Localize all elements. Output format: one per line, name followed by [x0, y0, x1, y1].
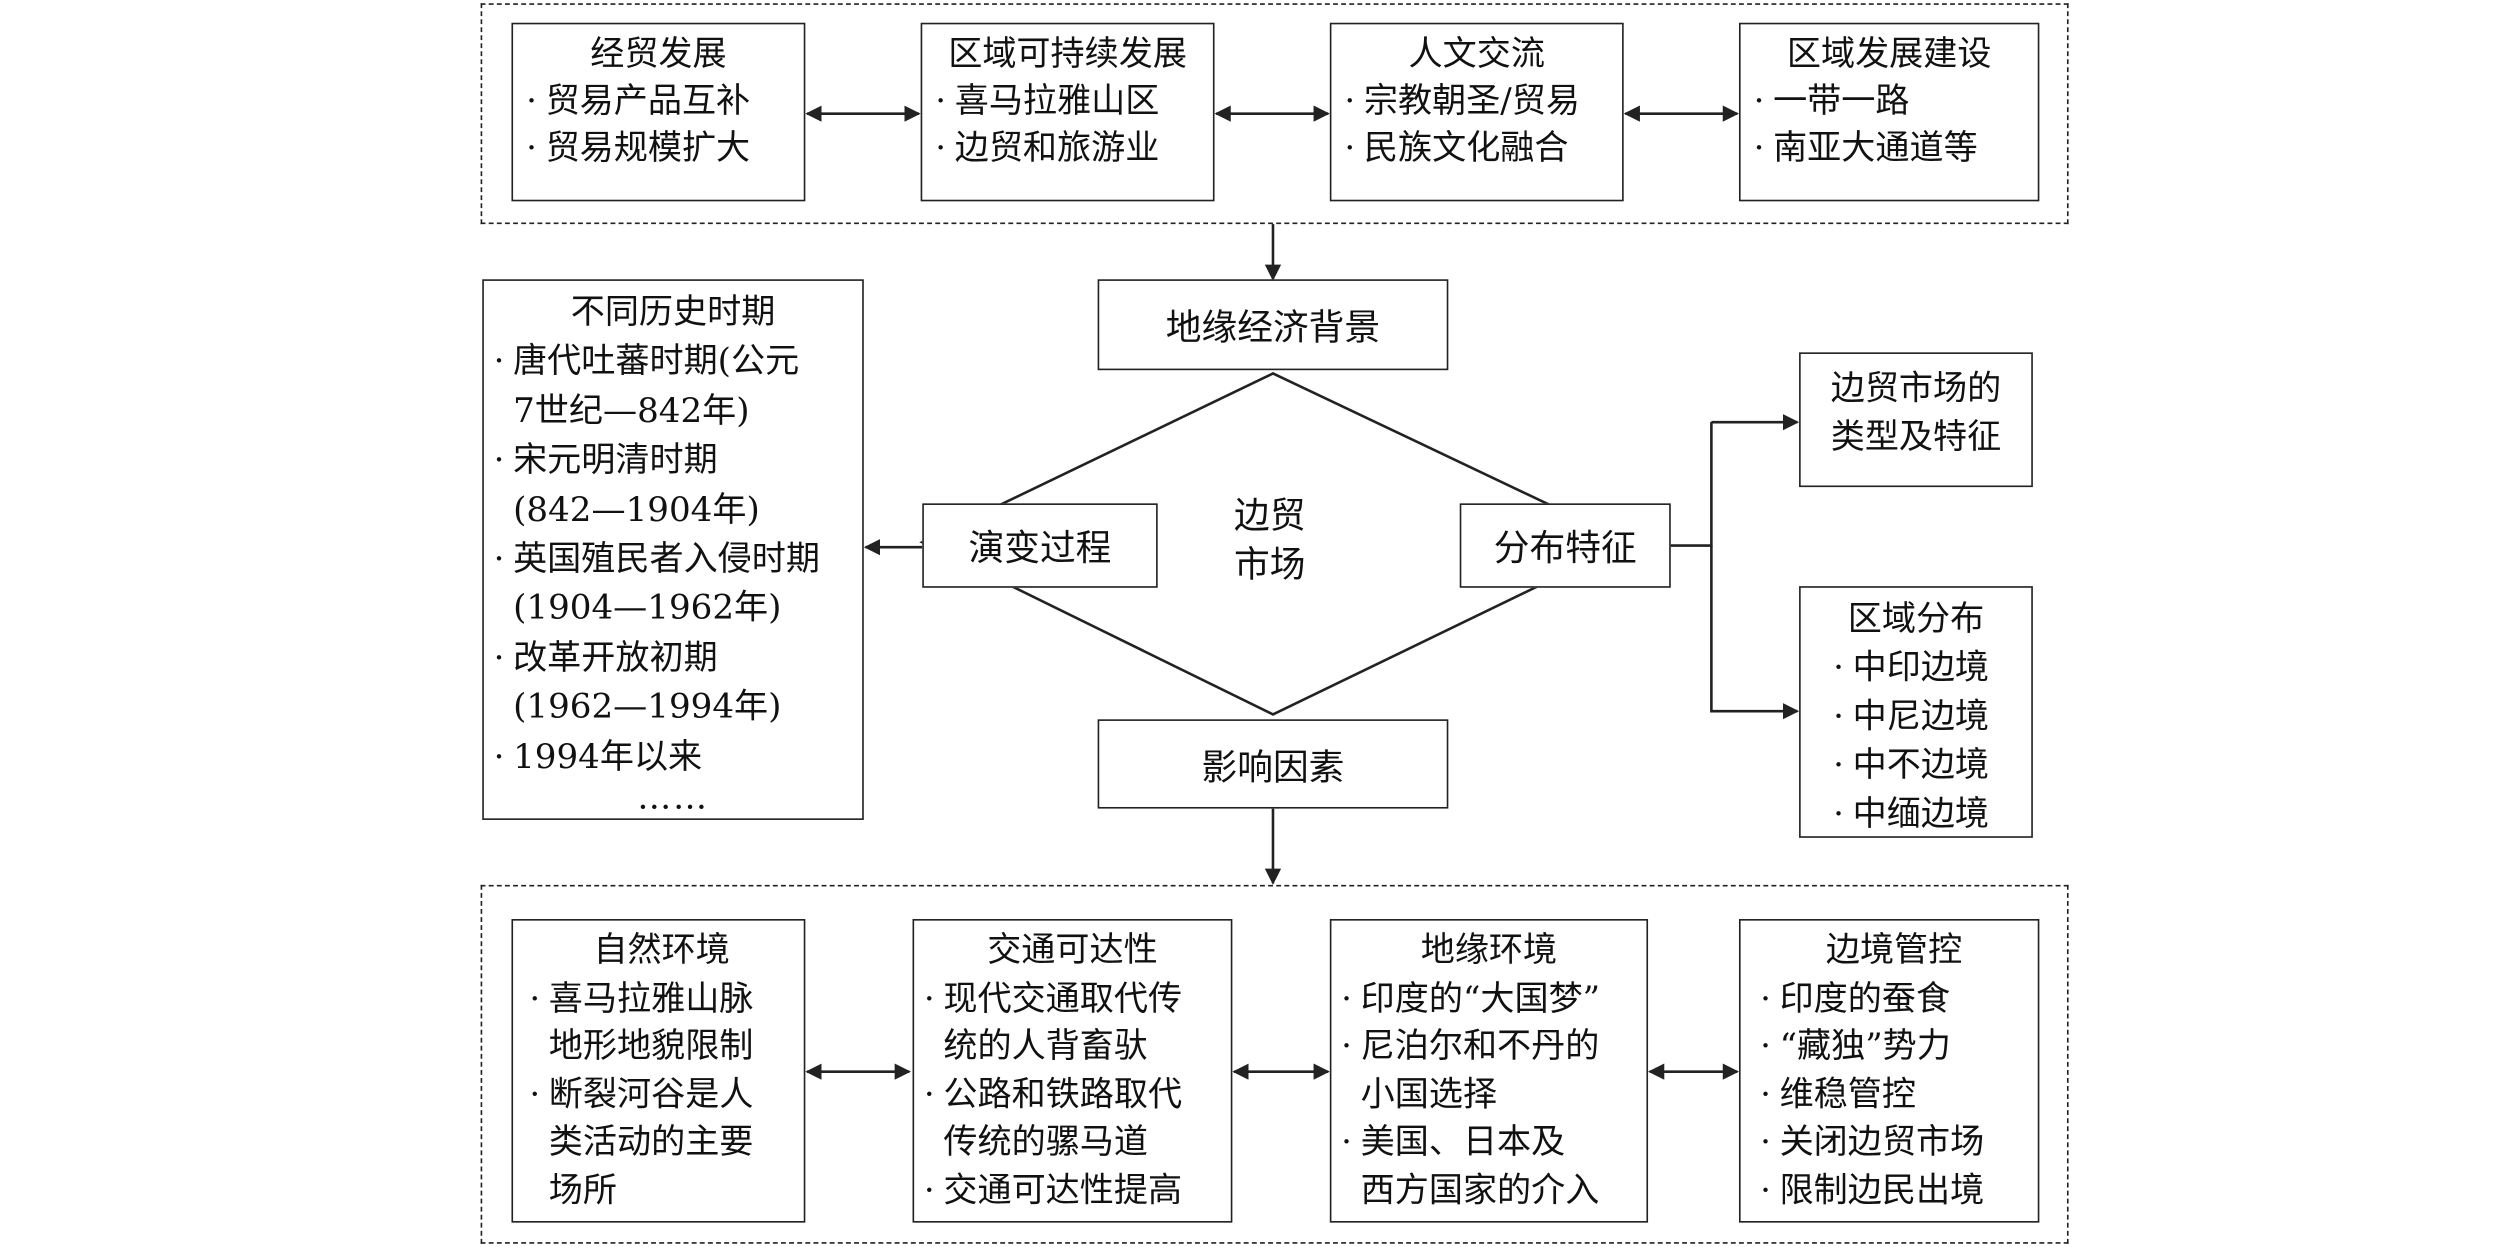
- bottom-dashed-group: [480, 884, 2069, 1244]
- label-distribution-features: 分布特征: [1459, 503, 1671, 588]
- list-item: 英国殖民者入侵时期 (1904—1962年): [513, 539, 820, 628]
- box-trade-development: 经贸发展 ·贸易产品互补 ·贸易规模扩大: [511, 22, 806, 202]
- list-item: 公路和铁路取代 传统的骡马道: [943, 1074, 1183, 1161]
- list-item: 现代交通取代传 统的人背畜驮: [943, 978, 1183, 1066]
- box-border-control: 边境管控 ·印度的蚕食 ·“藏独”势力 ·维稳管控 ·关闭边贸市场 ·限制边民出…: [1738, 919, 2040, 1223]
- list-item: 贸易产品互补: [545, 81, 751, 121]
- box-title: 交通可达性: [987, 930, 1158, 970]
- box-history-periods: 不同历史时期 ·唐代吐蕃时期(公元 7世纪—842年) ·宋元明清时期 (842…: [482, 279, 864, 820]
- box-title: 区域可持续发展: [948, 34, 1187, 74]
- list-item: 维稳管控: [1779, 1074, 1916, 1114]
- list-item: 一带一路: [1773, 81, 1910, 121]
- box-regional-construction: 区域发展建设 ·一带一路 ·南亚大通道等: [1738, 22, 2040, 202]
- ellipsis: ……: [637, 777, 709, 817]
- box-transport-accessibility: 交通可达性 ·现代交通取代传 统的人背畜驮 ·公路和铁路取代 传统的骡马道 ·交…: [912, 919, 1233, 1223]
- box-cultural-exchange: 人文交流 ·宗教朝圣/贸易 ·民族文化融合: [1329, 22, 1624, 202]
- box-title: 区域分布: [1847, 599, 1985, 639]
- box-sustainable-development: 区域可持续发展 ·喜马拉雅山区 ·边贸和旅游业: [920, 22, 1215, 202]
- list-item: 断裂河谷是人 类活动的主要 场所: [548, 1074, 754, 1209]
- list-item: 中缅边境: [1852, 793, 1990, 833]
- list-item: 改革开放初期 (1962—1994年): [513, 637, 782, 727]
- label-evolution-process: 演变过程: [922, 503, 1158, 588]
- list-item: 1994年以来: [513, 736, 703, 776]
- list-item: 关闭边贸市场: [1779, 1121, 1985, 1161]
- list-item: 中不边境: [1852, 745, 1990, 785]
- label-influencing-factors: 影响因素: [1097, 719, 1449, 809]
- list-item: 唐代吐蕃时期(公元 7世纪—842年): [513, 341, 800, 430]
- box-title: 人文交流: [1408, 34, 1545, 74]
- list-item: 喜马拉雅山区: [954, 81, 1160, 121]
- list-item: 印度的“大国梦”: [1360, 978, 1601, 1018]
- list-item: 中印边境: [1852, 647, 1990, 687]
- list-item: 印度的蚕食: [1779, 978, 1951, 1018]
- list-item: “藏独”势力: [1779, 1026, 1951, 1066]
- box-market-types: 边贸市场的 类型及特征: [1799, 352, 2033, 488]
- list-item: 贸易规模扩大: [545, 128, 751, 168]
- box-title: 区域发展建设: [1786, 34, 1992, 74]
- list-item: 宗教朝圣/贸易: [1363, 81, 1580, 121]
- list-item: 南亚大通道等: [1773, 128, 1978, 168]
- box-title: 自然环境: [593, 930, 730, 970]
- list-item: 美国、日本及 西方国家的介入: [1360, 1121, 1600, 1209]
- box-title: 不同历史时期: [570, 292, 776, 332]
- list-item: 中尼边境: [1852, 696, 1990, 736]
- box-title: 经贸发展: [590, 34, 727, 74]
- box-natural-environment: 自然环境 ·喜马拉雅山脉 地形地貌限制 ·断裂河谷是人 类活动的主要 场所: [511, 919, 806, 1223]
- label-geo-economic-background: 地缘经济背景: [1097, 279, 1449, 371]
- list-item: 民族文化融合: [1363, 128, 1569, 168]
- box-title: 地缘环境: [1420, 930, 1558, 970]
- list-item: 宋元明清时期 (842—1904年): [513, 440, 760, 529]
- box-title: 边贸市场的 类型及特征: [1830, 368, 2002, 457]
- top-dashed-group: [480, 3, 2069, 225]
- list-item: 边贸和旅游业: [954, 128, 1160, 168]
- diamond-center-label: 边贸 市场: [1233, 496, 1306, 587]
- list-item: 交通可达性提高: [943, 1169, 1183, 1209]
- box-title: 边境管控: [1825, 930, 1963, 970]
- list-item: 喜马拉雅山脉 地形地貌限制: [548, 978, 754, 1066]
- box-geopolitical-environment: 地缘环境 ·印度的“大国梦” ·尼泊尔和不丹的 小国选择 ·美国、日本及 西方国…: [1329, 919, 1649, 1223]
- list-item: 限制边民出境: [1779, 1169, 1985, 1209]
- box-regional-distribution: 区域分布 ·中印边境 ·中尼边境 ·中不边境 ·中缅边境: [1799, 586, 2033, 838]
- branch-line-lower: [1710, 545, 1800, 720]
- list-item: 尼泊尔和不丹的 小国选择: [1360, 1026, 1600, 1114]
